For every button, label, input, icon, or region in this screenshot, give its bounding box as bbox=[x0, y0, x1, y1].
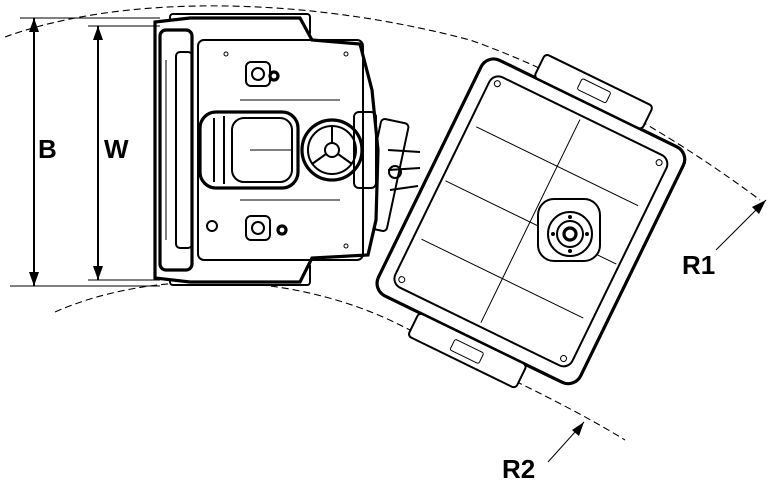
radius-r2-leader bbox=[547, 421, 585, 463]
label-b: B bbox=[38, 134, 57, 164]
label-r1: R1 bbox=[682, 250, 715, 280]
steering-wheel bbox=[300, 111, 377, 189]
label-w: W bbox=[104, 134, 129, 164]
outer-radius-arc bbox=[4, 5, 761, 201]
label-r2: R2 bbox=[502, 454, 535, 484]
front-drum bbox=[375, 54, 687, 389]
operator-seat bbox=[198, 110, 300, 190]
radius-r1-leader bbox=[715, 199, 767, 251]
drum-top-plate bbox=[534, 54, 653, 130]
dimension-b bbox=[10, 17, 160, 287]
drum-bottom-plate bbox=[408, 312, 527, 389]
dimension-w bbox=[88, 25, 160, 281]
drum-cap bbox=[537, 198, 601, 262]
inner-radius-arc bbox=[54, 281, 626, 441]
drum-inner-frame bbox=[393, 75, 669, 368]
turning-arcs bbox=[4, 5, 761, 441]
